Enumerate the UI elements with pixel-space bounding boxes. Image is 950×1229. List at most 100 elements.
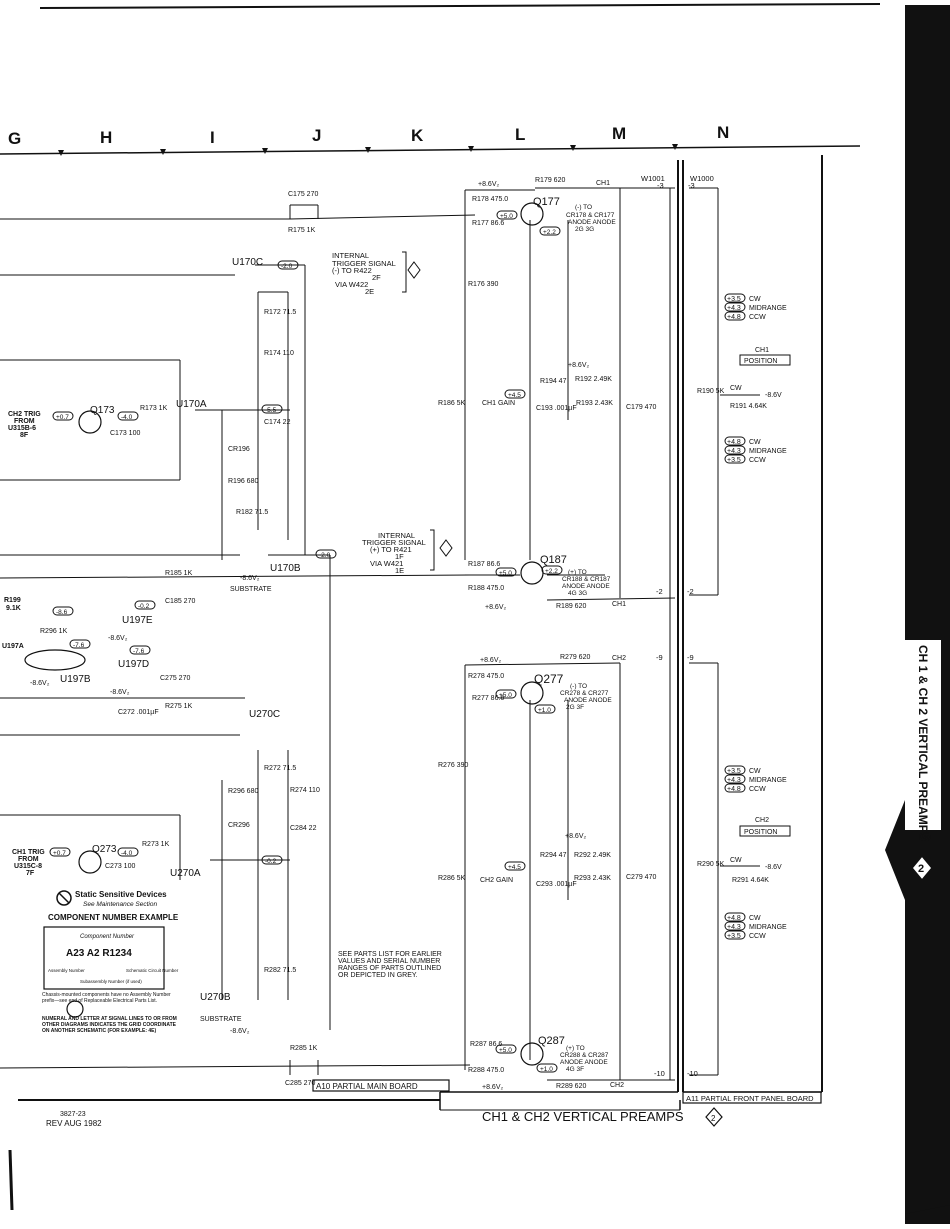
q277-note-a: (-) TO xyxy=(570,683,587,690)
cr296-label: CR296 xyxy=(228,822,250,829)
c185-label: C185 270 xyxy=(165,598,195,605)
u170b-label: U170B xyxy=(270,563,301,574)
substrate-u170b: SUBSTRATE xyxy=(230,586,272,593)
example-assembly: Assembly Number xyxy=(48,968,85,973)
ch1-cw-volt: +3.5 xyxy=(727,296,741,303)
u197d-label: U197D xyxy=(118,659,149,670)
revision-date: REV AUG 1982 xyxy=(46,1119,102,1128)
pin-top-right: -3 xyxy=(688,181,695,190)
grid-letter-n: N xyxy=(717,123,729,142)
grid-letter-j: J xyxy=(312,126,321,145)
ch1-position-box: POSITION xyxy=(744,358,777,365)
q287-label: Q287 xyxy=(538,1035,565,1047)
r292-label: R292 2.49K xyxy=(574,852,611,859)
input-labels: CH2 TRIG FROM U315B-6 8F CH1 TRIG FROM U… xyxy=(2,411,45,877)
tag-q173-b: +0.7 xyxy=(56,414,69,421)
r172-label: R172 71.5 xyxy=(264,309,296,316)
doc-number: 3827-23 xyxy=(60,1111,86,1118)
ch2b-ccw-volt: +3.5 xyxy=(727,933,741,940)
r175-label: R175 1K xyxy=(288,227,316,234)
r177-label: R177 86.6 xyxy=(472,220,504,227)
q177-note-d: 2G 3G xyxy=(575,226,594,233)
q277-note-b: CR278 & CR277 xyxy=(560,690,609,697)
voltage-labels: +8.6V₂ +8.6V₂ +8.6V₂ +8.6V₂ +8.6V₂ +8.6V… xyxy=(30,180,626,1091)
c174-label: C174 22 xyxy=(264,419,291,426)
chassis-note: Chassis-mounted components have no Assem… xyxy=(42,992,171,1004)
r182-label: R182 71.5 xyxy=(236,509,268,516)
trigger-mid-line4: 1F xyxy=(395,552,404,561)
tag-q177-c: +2.2 xyxy=(543,229,556,236)
ch1-line-label-lower: CH1 xyxy=(612,601,626,608)
c175-label: C175 270 xyxy=(288,191,318,198)
r199-value: 9.1K xyxy=(6,605,21,612)
ch1-components: C175 270 R175 1K R178 475.0 R177 86.6 R1… xyxy=(40,177,656,716)
trigger-top-line4: 2F xyxy=(372,273,381,282)
trigger-mid-line2: TRIGGER SIGNAL xyxy=(362,538,426,547)
v-minus86-u197d: -8.6V₂ xyxy=(110,689,130,696)
grid-letter-g: G xyxy=(8,129,21,148)
trigger-mid-line3: (+) TO R421 xyxy=(370,545,412,554)
v-plus86-gain1: +8.6V₂ xyxy=(568,362,589,369)
parts-note-line2: VALUES AND SERIAL NUMBER xyxy=(338,958,440,965)
v-plus86-ch1: +8.6V₂ xyxy=(485,604,506,611)
side-title-diamond-number: 2 xyxy=(918,863,924,875)
grid-ruler: G H I J K L M N xyxy=(0,3,881,156)
ch2b-cw-volt: +4.8 xyxy=(727,915,741,922)
ch2-trig-line3: U315B-6 xyxy=(8,425,36,432)
c279-label: C279 470 xyxy=(626,874,656,881)
v-plus86-top: +8.6V₂ xyxy=(478,181,499,188)
c179-label: C179 470 xyxy=(626,404,656,411)
r173-label: R173 1K xyxy=(140,405,168,412)
q177-note-b: CR178 & CR177 xyxy=(566,212,615,219)
pin-bottom-right: -10 xyxy=(687,1069,698,1078)
ch1b-mid-label: MIDRANGE xyxy=(749,448,787,455)
side-title-tab: CH 1 & CH 2 VERTICAL PREAMPS 2 xyxy=(885,5,950,1224)
q177-label: Q177 xyxy=(533,196,560,208)
q287-note-d: 4G 3F xyxy=(566,1066,584,1073)
ch2-trig-line1: CH2 TRIG xyxy=(8,411,41,418)
parts-note-line1: SEE PARTS LIST FOR EARLIER xyxy=(338,951,442,958)
ch1-mid-volt: +4.3 xyxy=(727,305,741,312)
ch2-components: R279 620 R278 475.0 R277 86.6 R276 390 R… xyxy=(105,654,656,1090)
grid-letter-m: M xyxy=(612,124,626,143)
ch1-trig-line1: CH1 TRIG xyxy=(12,849,45,856)
r178-label: R178 475.0 xyxy=(472,196,508,203)
diode-notes: (-) TO CR178 & CR177 ANODE ANODE 2G 3G (… xyxy=(560,204,616,1073)
ch1-ccw-volt: +4.8 xyxy=(727,314,741,321)
ch1b-ccw-label: CCW xyxy=(749,457,766,464)
trigger-mid-line6: 1E xyxy=(395,566,404,575)
static-title: Static Sensitive Devices xyxy=(75,890,167,899)
r279-label: R279 620 xyxy=(560,654,590,661)
r176-label: R176 390 xyxy=(468,281,498,288)
ch1b-mid-volt: +4.3 xyxy=(727,448,741,455)
ch1-gain-label: CH1 GAIN xyxy=(482,400,515,407)
r275-label: R275 1K xyxy=(165,703,193,710)
q187-note-a: (+) TO xyxy=(568,569,587,576)
r190-label: R190 5K xyxy=(697,388,725,395)
tag-u270a: -0.2 xyxy=(265,858,277,865)
example-subassembly: Subassembly Number (if used) xyxy=(80,979,142,984)
pin-ch2top-right: -9 xyxy=(687,653,694,662)
v-minus86-u170b: -8.6V₂ xyxy=(240,575,260,582)
u270c-label: U270C xyxy=(249,709,280,720)
parts-note: SEE PARTS LIST FOR EARLIER VALUES AND SE… xyxy=(338,951,442,979)
parts-note-line4: OR DEPICTED IN GREY. xyxy=(338,972,418,979)
r273-label: R273 1K xyxy=(142,841,170,848)
tag-q173-c: -4.0 xyxy=(121,414,133,421)
connectors: W1001 W1000 -3 -3 -2 -2 -9 -9 -10 -10 xyxy=(641,174,714,1078)
r286-label: R286 5K xyxy=(438,875,466,882)
board-outlines xyxy=(18,155,823,1111)
ch1-pot-supply: -8.6V xyxy=(765,392,782,399)
trigger-top-line1: INTERNAL xyxy=(332,251,369,260)
pin-ch1-right: -2 xyxy=(687,587,694,596)
footer: 3827-23 REV AUG 1982 xyxy=(8,1111,102,1211)
q277-note-d: 2G 3F xyxy=(566,704,584,711)
r282-label: R282 71.5 xyxy=(264,967,296,974)
r179-label: R179 620 xyxy=(535,177,565,184)
ch2b-mid-volt: +4.3 xyxy=(727,924,741,931)
r287-label: R287 86.6 xyxy=(470,1041,502,1048)
c275-label: C275 270 xyxy=(160,675,190,682)
v-minus86-u270b: -8.6V₂ xyxy=(230,1028,250,1035)
grid-note: NUMERAL AND LETTER AT SIGNAL LINES TO OR… xyxy=(42,1016,177,1034)
